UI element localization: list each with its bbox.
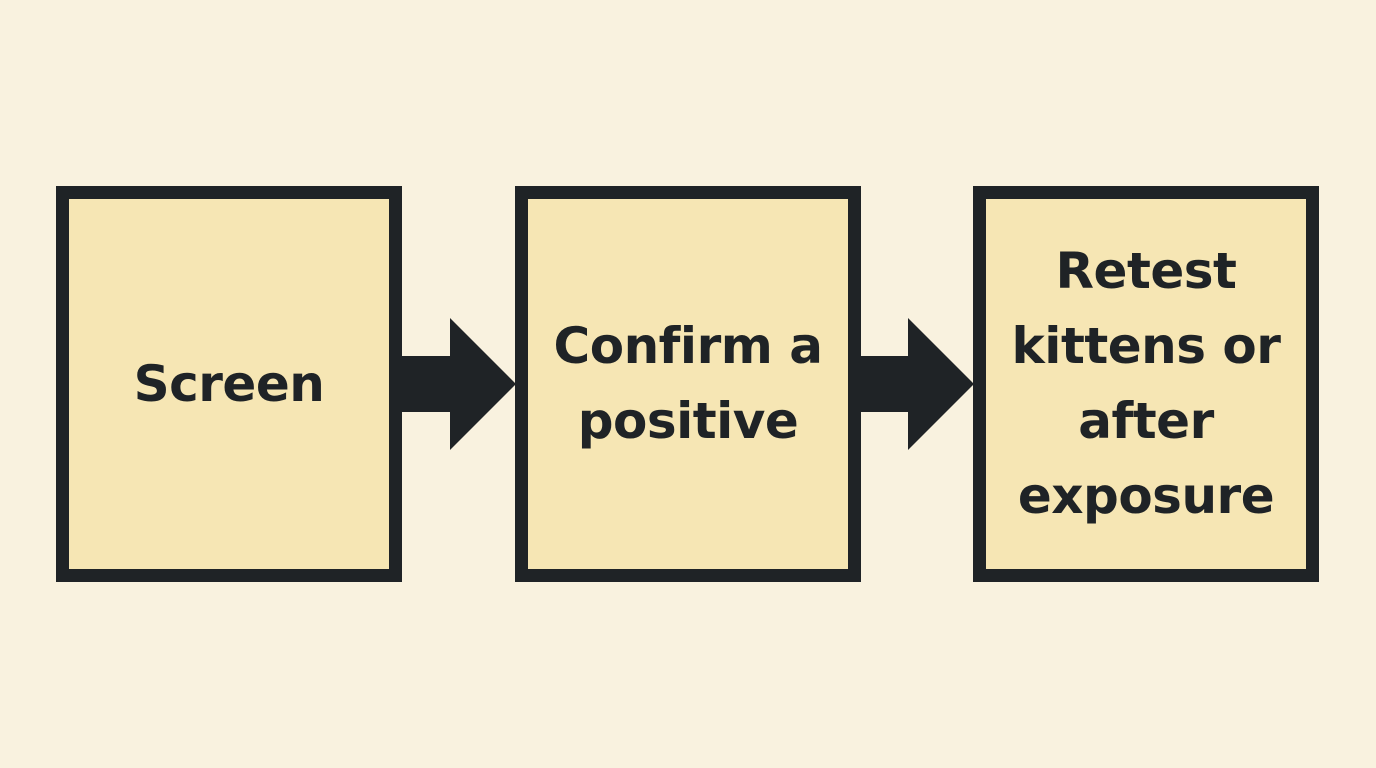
step-box-confirm: Confirm a positive (515, 186, 861, 582)
right-arrow-icon (398, 318, 518, 450)
step-label: Retest kittens or after exposure (1011, 242, 1281, 525)
right-arrow-icon (398, 318, 516, 450)
step-label: Screen (133, 354, 325, 413)
step-label: Confirm a positive (553, 317, 823, 450)
right-arrow-icon (856, 318, 976, 450)
right-arrow-icon (856, 318, 974, 450)
step-box-screen: Screen (56, 186, 402, 582)
step-box-retest: Retest kittens or after exposure (973, 186, 1319, 582)
